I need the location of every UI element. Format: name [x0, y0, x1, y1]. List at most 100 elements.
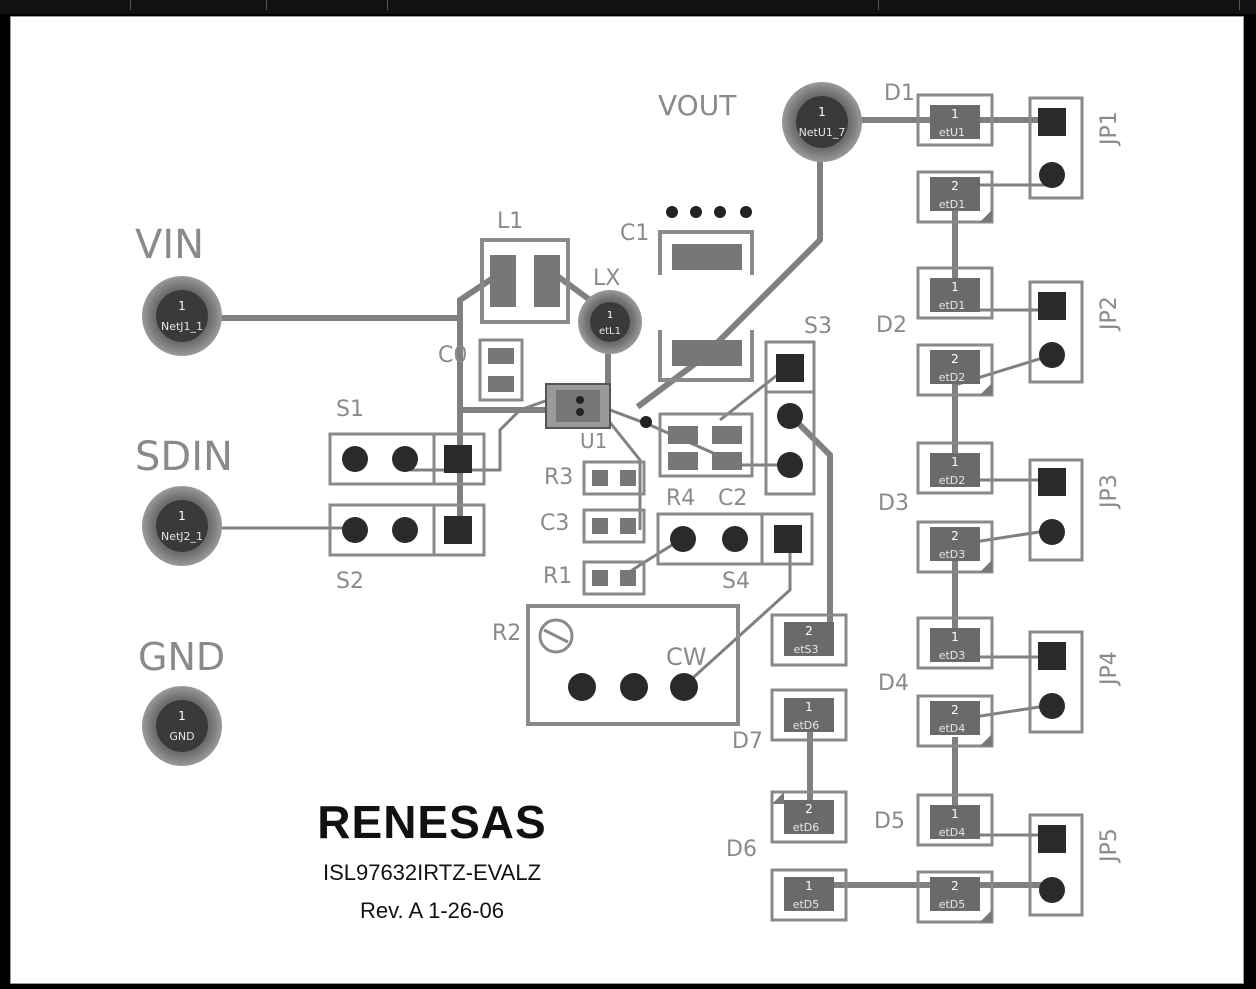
pin-number: 2: [805, 624, 813, 638]
net-label: etD5: [793, 898, 820, 911]
label-r3: R3: [544, 465, 573, 490]
label-gnd: GND: [138, 635, 225, 679]
pin-number: 1: [951, 630, 959, 644]
testpoint-hole: [156, 700, 208, 752]
header-s4[interactable]: [656, 512, 814, 566]
pin-number: 2: [951, 529, 959, 543]
label-s1: S1: [336, 397, 364, 422]
header-s2[interactable]: [328, 503, 486, 557]
pin-number: 2: [951, 179, 959, 193]
label-d6: D6: [726, 837, 757, 862]
testpoint-hole: [590, 302, 630, 342]
label-d7: D7: [732, 729, 763, 754]
trace-r2-s4: [683, 545, 792, 687]
led-d7: 2 etS3 1 etD6: [770, 613, 848, 742]
label-d2: D2: [876, 313, 907, 338]
net-label: etD3: [939, 548, 966, 561]
header-s3[interactable]: [764, 340, 816, 496]
net-label: etD2: [939, 371, 966, 384]
label-jp2: JP2: [1097, 296, 1122, 332]
label-r4: R4: [666, 486, 695, 511]
label-jp4: JP4: [1097, 651, 1122, 687]
trace-u1-r2: [598, 409, 642, 530]
led-d3: 1 etD2 2 etD3: [916, 441, 994, 574]
logo-text: RENESAS: [317, 796, 546, 848]
jumper-jp2[interactable]: [1028, 280, 1084, 384]
net-label: etD4: [939, 722, 966, 735]
pin-number: 2: [951, 879, 959, 893]
tab-segment: [0, 0, 131, 10]
testpoint-hole: [796, 96, 848, 148]
label-s2: S2: [336, 569, 364, 594]
label-vout: VOUT: [658, 89, 737, 122]
jumper-jp5[interactable]: [1028, 813, 1084, 917]
label-lx: LX: [593, 266, 620, 291]
pin-number: 1: [951, 807, 959, 821]
tab-segment: [388, 0, 879, 10]
pin-number: 1: [607, 310, 613, 321]
tab-segment: [131, 0, 267, 10]
testpoint-vin[interactable]: 1 NetJ1_1: [142, 276, 222, 356]
pcb-board: [10, 16, 1244, 984]
net-label: etD6: [793, 821, 820, 834]
testpoint-gnd[interactable]: 1 GND: [142, 686, 222, 766]
led-d1: 1 etU1 2 etD1: [916, 93, 994, 224]
label-s3: S3: [804, 314, 832, 339]
net-label: NetU1_7: [799, 126, 846, 139]
label-l1: L1: [497, 209, 523, 234]
net-label: etL1: [599, 326, 621, 337]
capacitor-c2: [658, 412, 754, 478]
testpoint-sdin[interactable]: 1 NetJ2_1: [142, 486, 222, 566]
resistor-r1: [582, 560, 646, 596]
label-r2: R2: [492, 621, 521, 646]
net-label: etD2: [939, 474, 966, 487]
label-d3: D3: [878, 491, 909, 516]
label-jp5: JP5: [1097, 828, 1122, 864]
led-d5: 1 etD4 2 etD5: [916, 793, 994, 924]
window-top-bar: [0, 0, 1256, 14]
label-c1: C1: [620, 221, 649, 246]
copper-traces: [179, 117, 1055, 888]
resistor-r3: [582, 460, 646, 496]
jumper-jp1[interactable]: [1028, 96, 1084, 200]
jumper-jp3[interactable]: [1028, 458, 1084, 562]
led-d2: 1 etD1 2 etD2: [916, 266, 994, 397]
label-jp3: JP3: [1097, 474, 1122, 510]
pin-number: 1: [951, 280, 959, 294]
testpoint-lx[interactable]: 1 etL1: [578, 290, 642, 354]
net-label: etD1: [939, 198, 966, 211]
tab-segment: [267, 0, 388, 10]
revision: Rev. A 1-26-06: [360, 898, 504, 923]
testpoint-hole: [156, 290, 208, 342]
testpoint-hole: [156, 500, 208, 552]
label-d1: D1: [884, 81, 915, 106]
label-jp1: JP1: [1097, 111, 1122, 147]
net-label: etS3: [793, 643, 818, 656]
led-d4: 1 etD3 2 etD4: [916, 616, 994, 748]
trace-vin: [179, 275, 495, 321]
label-d4: D4: [878, 671, 909, 696]
net-label: NetJ2_1: [161, 530, 203, 543]
capacitor-c0: [478, 338, 524, 402]
pin-number: 1: [805, 700, 813, 714]
net-label: GND: [169, 730, 194, 743]
label-u1: U1: [580, 429, 607, 453]
label-c0: C0: [438, 343, 467, 368]
potentiometer-r2[interactable]: [526, 604, 740, 726]
trace-s3-d7: [785, 410, 833, 633]
pin-number: 1: [951, 455, 959, 469]
net-label: NetJ1_1: [161, 320, 203, 333]
net-label: etD3: [939, 649, 966, 662]
net-label: etU1: [939, 126, 965, 139]
pin-number: 1: [818, 105, 826, 119]
silk-labels: VIN SDIN GND VOUT LX L1 C1 C0 U1 R3 C3 R…: [135, 81, 1122, 864]
testpoint-vout[interactable]: 1 NetU1_7: [782, 82, 862, 162]
renesas-logo: RENESAS: [317, 796, 546, 848]
net-label: etD4: [939, 826, 966, 839]
jumper-jp4[interactable]: [1028, 630, 1084, 734]
capacitor-c1: [658, 206, 754, 382]
pin-number: 1: [178, 709, 186, 723]
header-s1[interactable]: [328, 432, 486, 486]
pin-number: 1: [805, 879, 813, 893]
